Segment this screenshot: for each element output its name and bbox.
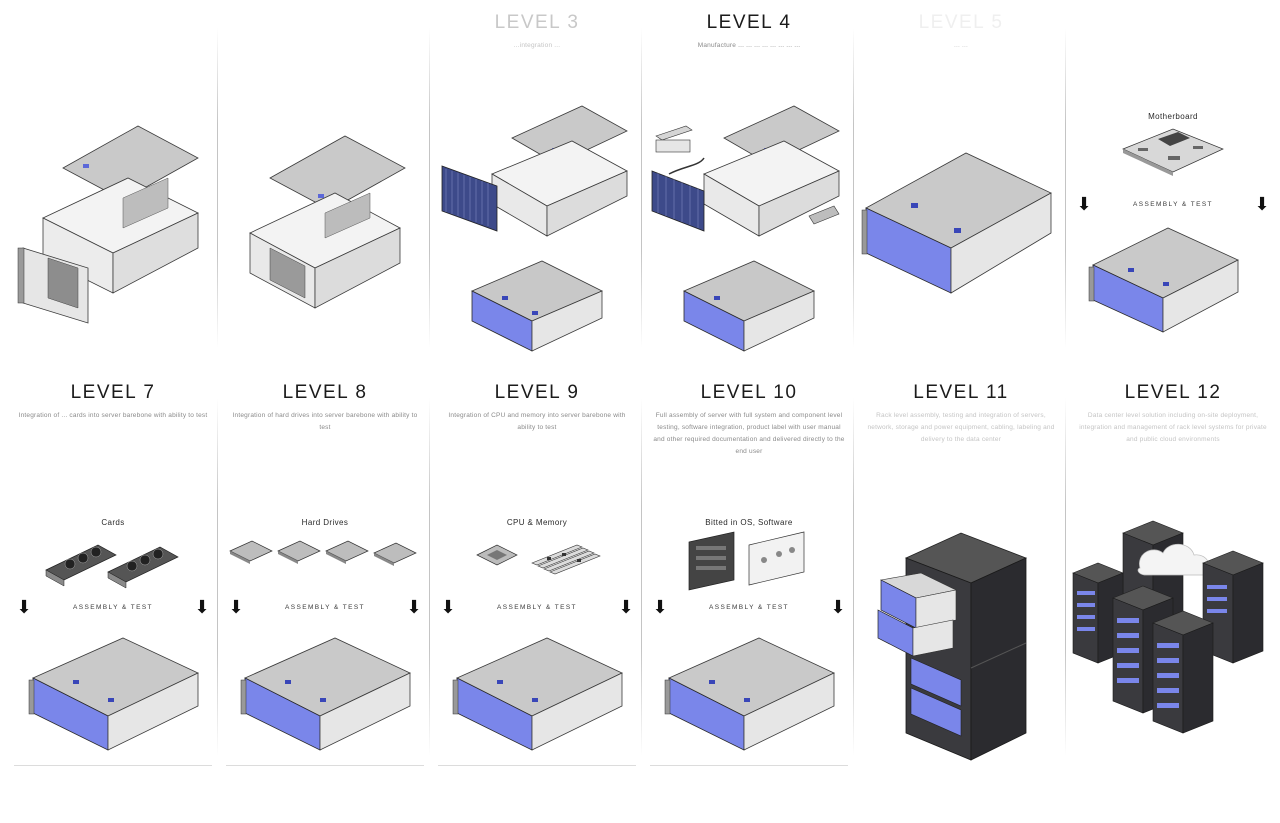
os-software-illustration [688,531,805,591]
assembly-label: ASSEMBLY & TEST [497,603,577,611]
assembled-chassis-illustration [861,152,1052,294]
down-arrow-icon: ⬇ [1254,194,1270,214]
cpu-memory-illustration [476,544,601,575]
parts-label: CPU & Memory [506,518,568,527]
parts-label: Motherboard [1148,112,1198,121]
level-title: LEVEL 9 [494,382,580,403]
level-3-panel: LEVEL 3 ...integration ... [432,8,642,358]
parts-label: Bitted in OS, Software [705,518,793,527]
level-description: Data center level solution including on-… [1079,412,1267,443]
level-title: LEVEL 12 [1124,382,1222,403]
parts-label: Hard Drives [301,518,349,527]
server-chassis-icon [240,637,411,751]
level-title: LEVEL 5 [918,12,1004,33]
server-chassis-icon [452,637,623,751]
assembly-label: ASSEMBLY & TEST [709,603,789,611]
level-12-panel: LEVEL 12 Data center level solution incl… [1068,378,1278,766]
chassis-with-fans-illustration [441,105,628,352]
down-arrow-icon: ⬇ [652,597,668,617]
level-description: ...integration ... [513,42,561,49]
level-title: LEVEL 11 [913,382,1009,403]
level-title: LEVEL 4 [706,12,792,33]
assembly-label: ASSEMBLY & TEST [285,603,365,611]
assembly-label: ASSEMBLY & TEST [73,603,153,611]
level-description: ... ... [953,42,969,49]
level-5-panel: LEVEL 5 ... ... [856,8,1066,358]
level-1-panel [8,8,218,358]
assembly-label: ASSEMBLY & TEST [1133,200,1213,208]
level-4-panel: LEVEL 4 Manufacture ... ... ... ... ... … [644,8,854,358]
assembly-step: ⬇ ASSEMBLY & TEST ⬇ [1076,195,1270,213]
gpu-cards-illustration [45,544,179,589]
down-arrow-icon: ⬇ [16,597,32,617]
bare-chassis-illustration [249,135,406,309]
server-rack-icon [877,532,1028,761]
down-arrow-icon: ⬇ [440,597,456,617]
level-7-panel: LEVEL 7 Integration of ... cards into se… [8,378,218,766]
assembly-step: ⬇ ASSEMBLY & TEST ⬇ [16,598,210,616]
level-description: Integration of CPU and memory into serve… [448,412,626,431]
assembly-step: ⬇ ASSEMBLY & TEST ⬇ [440,598,634,616]
level-title: LEVEL 7 [70,382,156,403]
level-11-panel: LEVEL 11 Rack level assembly, testing an… [856,378,1066,766]
down-arrow-icon: ⬇ [1076,194,1092,214]
level-description: Manufacture ... ... ... ... ... ... ... … [697,42,801,49]
assembly-step: ⬇ ASSEMBLY & TEST ⬇ [652,598,846,616]
level-2-panel [220,8,430,358]
hard-drives-illustration [229,540,417,566]
server-chassis-icon [28,637,199,751]
down-arrow-icon: ⬇ [194,597,210,617]
level-6-panel: Motherboard ⬇ ASSEMBLY & TEST ⬇ [1068,8,1278,358]
assembly-step: ⬇ ASSEMBLY & TEST ⬇ [228,598,422,616]
motherboard-illustration [1122,128,1224,176]
level-description: Integration of hard drives into server b… [232,412,418,431]
level-10-panel: LEVEL 10 Full assembly of server with fu… [644,378,854,766]
level-8-panel: LEVEL 8 Integration of hard drives into … [220,378,430,766]
level-description: Rack level assembly, testing and integra… [867,412,1055,443]
server-chassis-icon [664,637,835,751]
datacenter-cloud-illustration [1072,520,1264,734]
down-arrow-icon: ⬇ [406,597,422,617]
level-title: LEVEL 8 [282,382,368,403]
level-9-panel: LEVEL 9 Integration of CPU and memory in… [432,378,642,766]
level-description: Full assembly of server with full system… [653,412,845,455]
level-title: LEVEL 10 [700,382,798,403]
cloud-icon [1137,543,1210,576]
level-description: Integration of ... cards into server bar… [18,412,208,419]
down-arrow-icon: ⬇ [228,597,244,617]
exploded-chassis-illustration [17,125,199,324]
level-title: LEVEL 3 [494,12,580,33]
parts-label: Cards [101,518,125,527]
server-chassis-icon [1088,227,1239,333]
down-arrow-icon: ⬇ [618,597,634,617]
down-arrow-icon: ⬇ [830,597,846,617]
chassis-with-components-illustration [651,105,840,352]
